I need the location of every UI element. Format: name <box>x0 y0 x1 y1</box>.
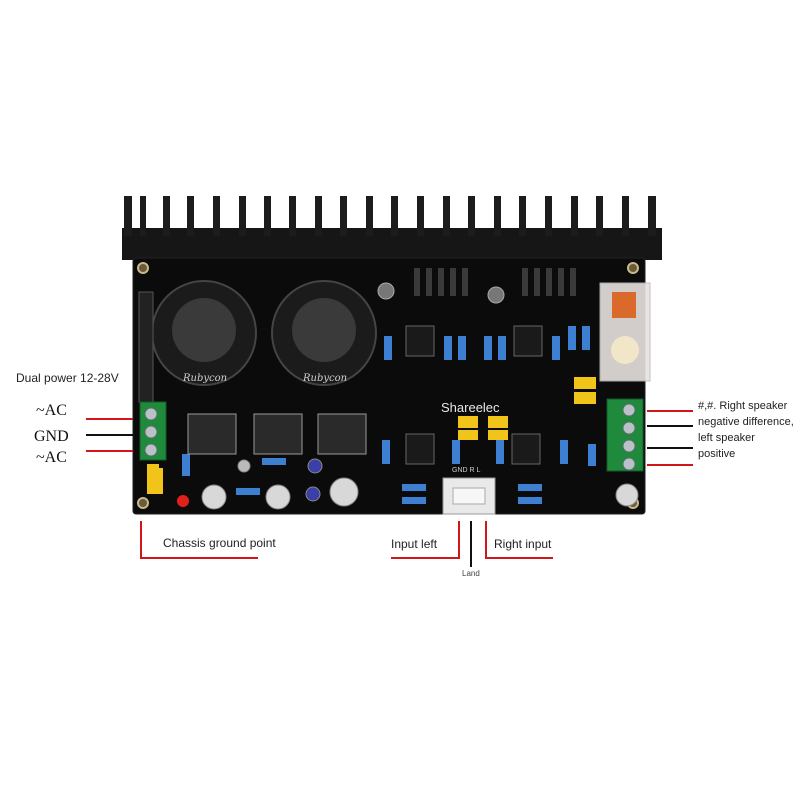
dual-power-label: Dual power 12-28V <box>16 371 119 385</box>
small-electrolytic-caps <box>201 458 639 510</box>
capacitor-brand-left: Rubycon <box>182 373 227 384</box>
fuse-holder <box>138 291 154 403</box>
driver-heatsinks <box>187 413 367 455</box>
chassis-ground-label: Chassis ground point <box>163 536 276 550</box>
lead-chassis-ground <box>140 521 258 559</box>
filter-capacitor-left <box>151 280 257 386</box>
film-capacitors <box>147 377 596 494</box>
trimmer-potentiometers <box>377 282 505 304</box>
speaker-terminal-block <box>606 398 644 472</box>
lead-input-left <box>391 521 460 559</box>
transistor-row <box>414 268 576 296</box>
right-input-label: Right input <box>494 537 552 551</box>
input-left-label: Input left <box>391 537 438 551</box>
board-brand: Shareelec <box>441 400 500 415</box>
power-led <box>177 495 189 507</box>
ac-bottom-label: ~AC <box>36 449 67 466</box>
filter-capacitor-right <box>271 280 377 386</box>
input-connector <box>442 477 496 515</box>
capacitor-brand-right: Rubycon <box>302 373 347 384</box>
resistors <box>182 326 596 504</box>
lead-right-input <box>485 521 553 559</box>
power-terminal-block <box>139 401 167 461</box>
op-amp-chips <box>405 325 543 465</box>
relay <box>599 282 651 382</box>
ac-top-label: ~AC <box>36 402 67 419</box>
heatsink <box>122 196 662 260</box>
speaker-output-note: #,#. Right speaker negative difference, … <box>698 400 794 460</box>
gnd-label: GND <box>34 428 69 445</box>
land-label: Land <box>462 569 480 578</box>
connector-pin-label: GND R L <box>452 467 481 474</box>
